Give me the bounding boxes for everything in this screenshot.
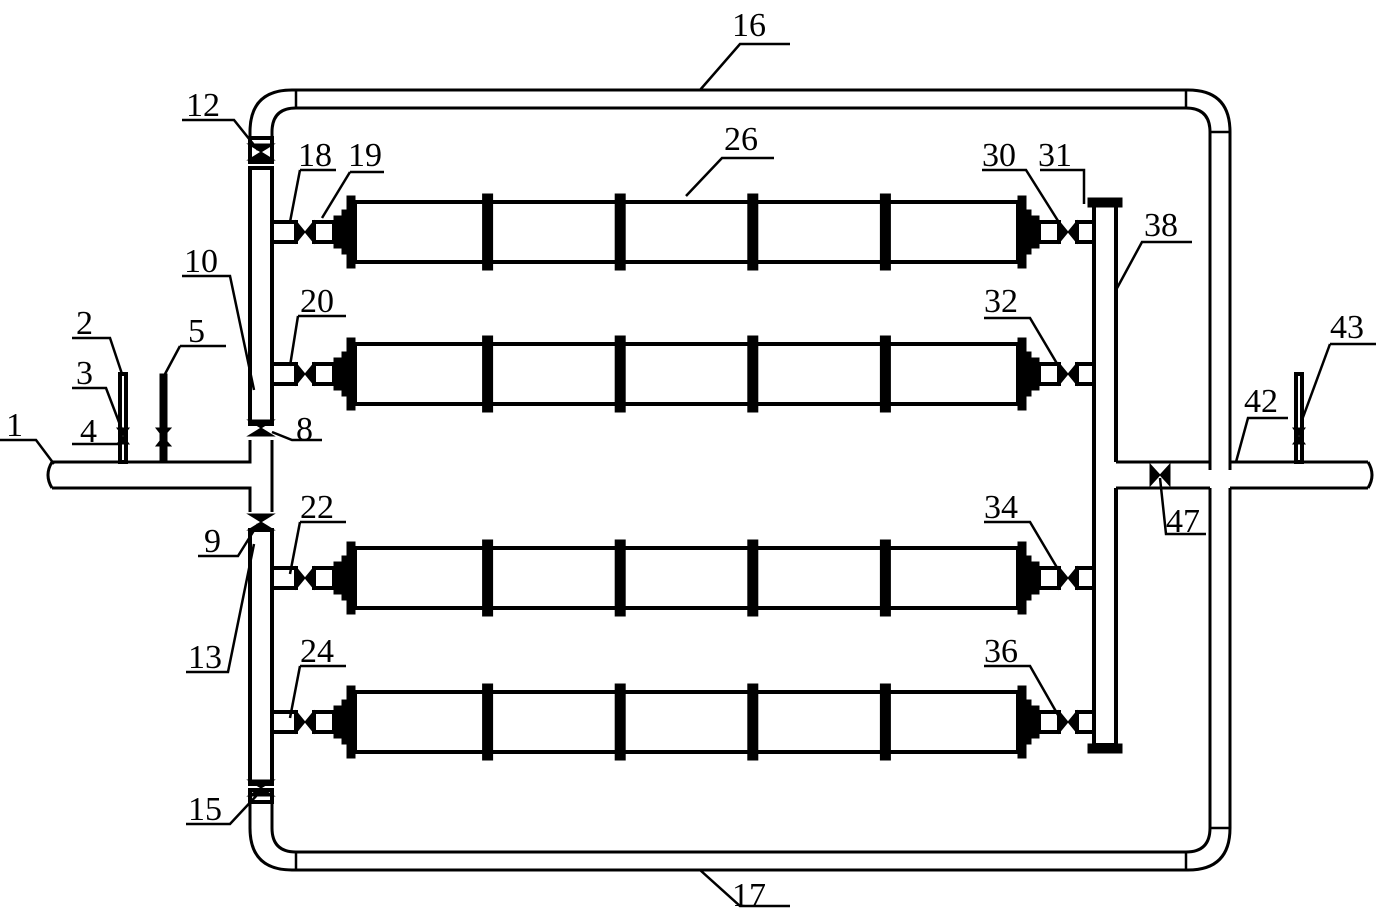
label-47: 47 <box>1166 503 1200 540</box>
segment-band <box>614 193 626 271</box>
outer-loop-pipe <box>248 88 1232 872</box>
segment-band <box>482 539 494 617</box>
segment-band <box>747 539 759 617</box>
label-30: 30 <box>982 137 1016 174</box>
segment-band <box>747 335 759 413</box>
outlet-stub <box>1075 220 1096 244</box>
label-43: 43 <box>1330 309 1364 346</box>
outlet-stub <box>1075 566 1096 590</box>
reference-labels: 16 17 12 18 19 26 30 31 38 10 20 32 2 5 … <box>6 7 1364 914</box>
segment-band <box>482 335 494 413</box>
inlet-stub <box>270 362 298 386</box>
outlet-stub <box>1075 362 1096 386</box>
inlet-valve <box>295 565 315 591</box>
segment-band <box>747 193 759 271</box>
label-15: 15 <box>188 791 222 828</box>
segment-band <box>614 683 626 761</box>
module-end-flange <box>1017 685 1027 759</box>
label-20: 20 <box>300 283 334 320</box>
label-8: 8 <box>296 411 313 448</box>
segment-band <box>879 193 891 271</box>
segment-band <box>879 335 891 413</box>
label-18: 18 <box>298 137 332 174</box>
outlet-stub <box>1075 710 1096 734</box>
segment-band <box>614 335 626 413</box>
label-4: 4 <box>80 413 97 450</box>
outlet-valve <box>1058 565 1078 591</box>
inlet-valve <box>295 361 315 387</box>
label-32: 32 <box>984 283 1018 320</box>
membrane-module <box>270 539 1096 617</box>
inlet-stub <box>270 566 298 590</box>
label-9: 9 <box>204 523 221 560</box>
segment-band <box>614 539 626 617</box>
outlet-valve <box>1058 361 1078 387</box>
label-5: 5 <box>188 313 205 350</box>
module-end-flange <box>1017 195 1027 269</box>
label-22: 22 <box>300 489 334 526</box>
label-38: 38 <box>1144 207 1178 244</box>
module-end-flange <box>1017 337 1027 411</box>
manifold-valve <box>246 143 276 161</box>
label-16: 16 <box>732 7 766 44</box>
manifold-valve <box>246 513 276 531</box>
label-34: 34 <box>984 489 1018 526</box>
label-31: 31 <box>1038 137 1072 174</box>
inlet-valve <box>295 709 315 735</box>
module-body <box>353 342 1020 406</box>
left-manifold <box>248 136 274 804</box>
membrane-module <box>270 193 1096 271</box>
label-36: 36 <box>984 633 1018 670</box>
manifold-valve <box>246 419 276 437</box>
membrane-modules <box>270 193 1096 761</box>
membrane-module <box>270 683 1096 761</box>
segment-band <box>879 539 891 617</box>
module-body <box>353 690 1020 754</box>
manifold-valves <box>246 143 276 797</box>
module-body <box>353 546 1020 610</box>
label-42: 42 <box>1244 383 1278 420</box>
leader-lines <box>0 42 1376 908</box>
label-2: 2 <box>76 305 93 342</box>
label-13: 13 <box>188 639 222 676</box>
segment-band <box>879 683 891 761</box>
inlet-stub <box>270 710 298 734</box>
inlet-valve <box>295 219 315 245</box>
manifold-valve <box>246 779 276 797</box>
label-3: 3 <box>76 355 93 392</box>
segment-band <box>482 193 494 271</box>
label-1: 1 <box>6 407 23 444</box>
inlet-stub <box>270 220 298 244</box>
label-19: 19 <box>348 137 382 174</box>
label-12: 12 <box>186 87 220 124</box>
module-body <box>353 200 1020 264</box>
label-17: 17 <box>732 877 766 914</box>
outlet-valve <box>1058 219 1078 245</box>
label-10: 10 <box>184 243 218 280</box>
segment-band <box>747 683 759 761</box>
inlet-instruments <box>116 372 173 464</box>
label-26: 26 <box>724 121 758 158</box>
segment-band <box>482 683 494 761</box>
outlet-pipe <box>1112 372 1374 490</box>
module-end-flange <box>1017 541 1027 615</box>
label-24: 24 <box>300 633 334 670</box>
membrane-module <box>270 335 1096 413</box>
